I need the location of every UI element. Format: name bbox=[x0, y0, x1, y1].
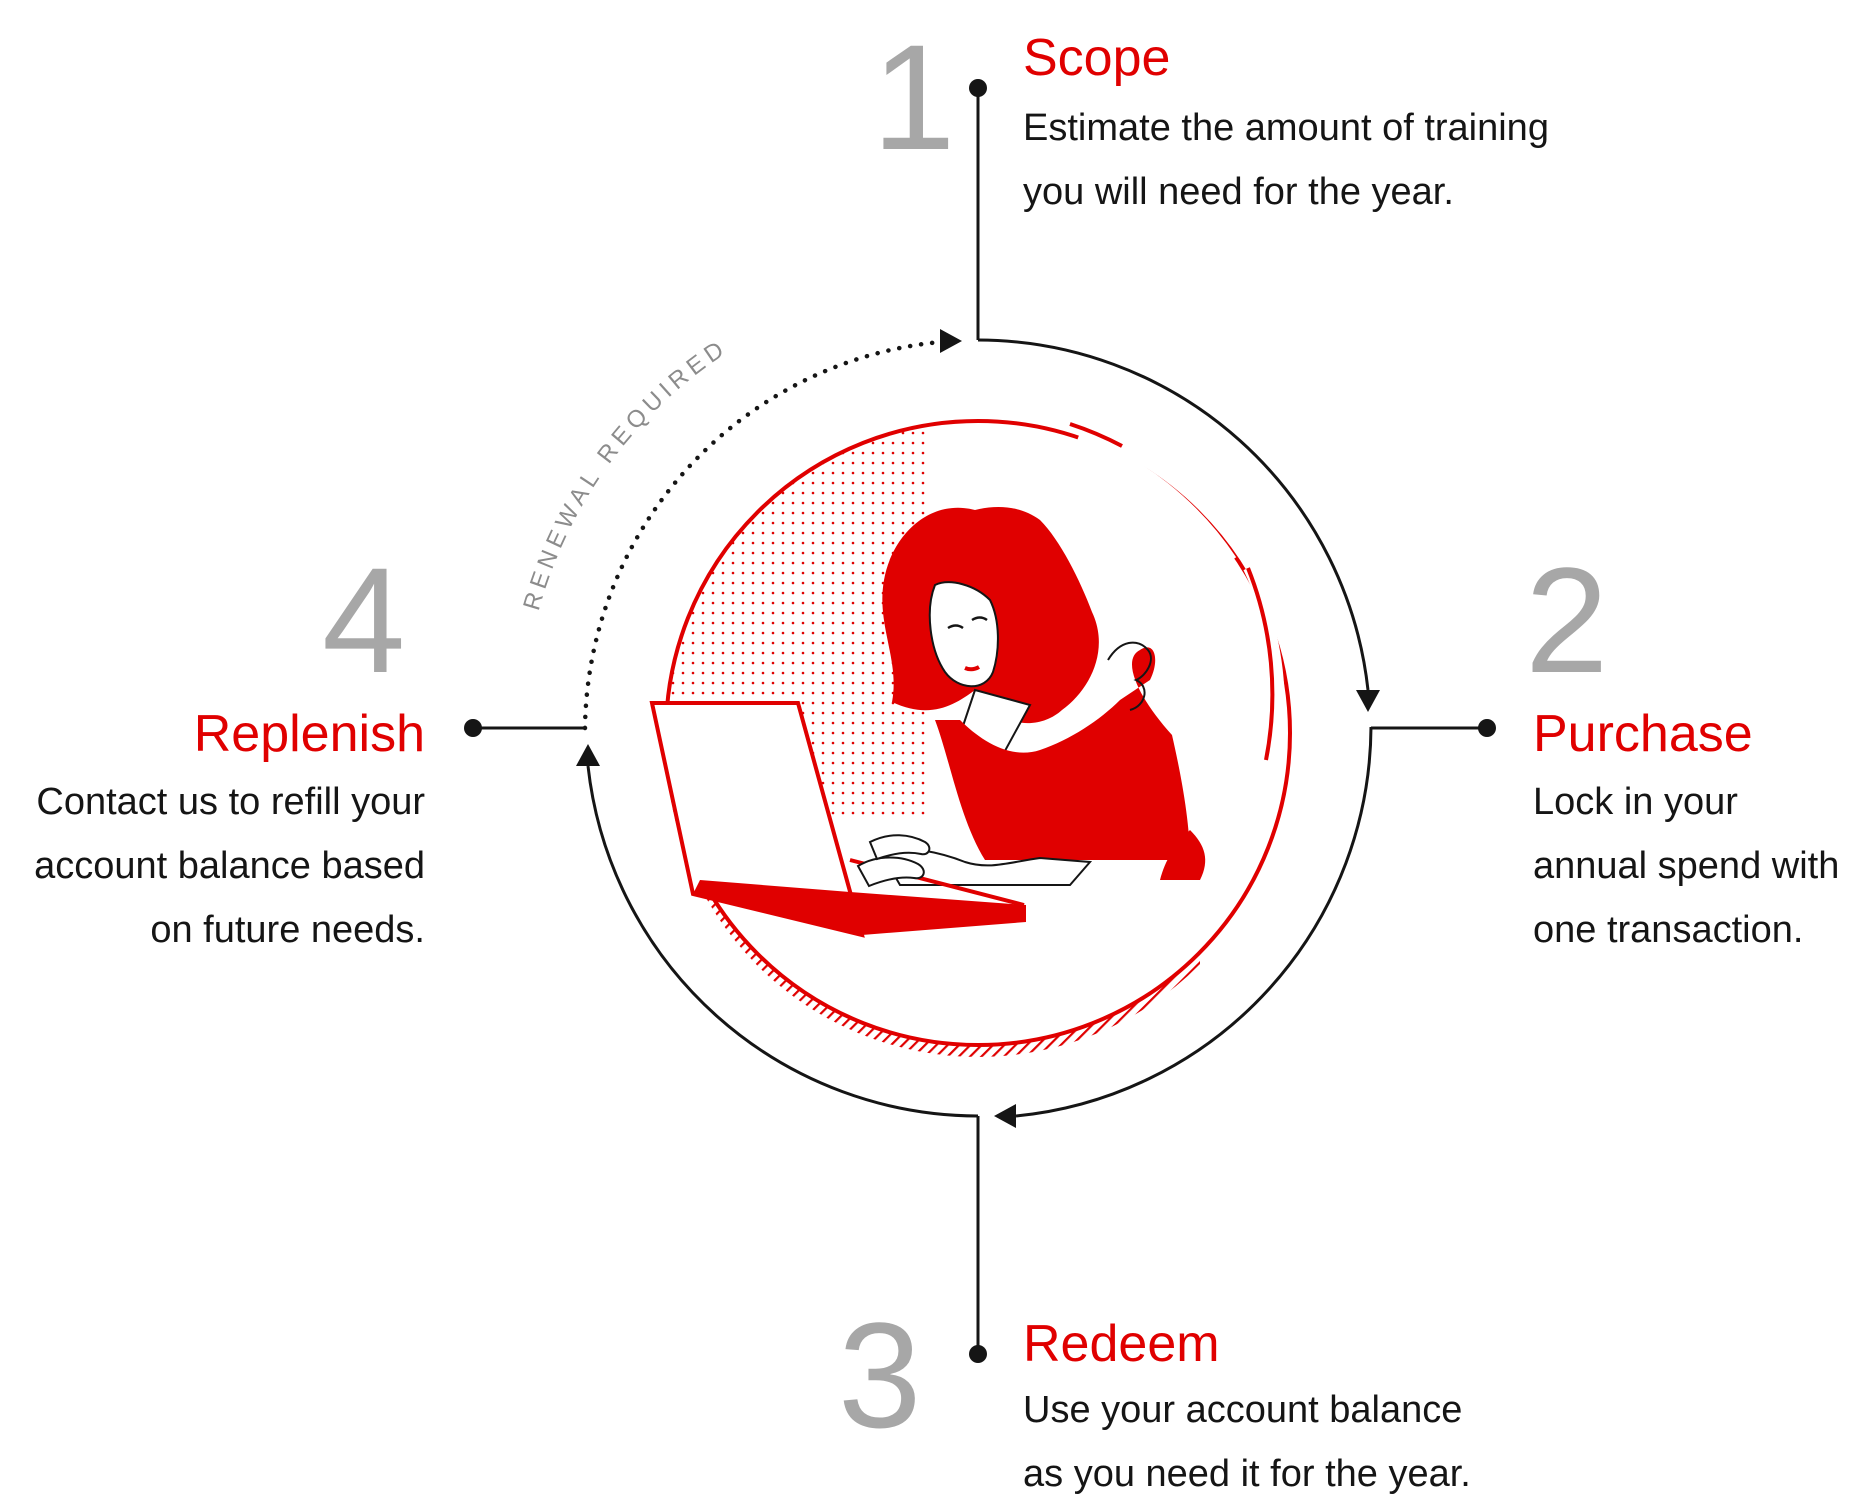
cycle-arc-bottom-left bbox=[586, 765, 979, 1118]
connector-dot-step-3 bbox=[969, 1345, 987, 1363]
step-2-description: Lock in your annual spend with one trans… bbox=[1533, 770, 1839, 962]
cycle-arc-right-bottom bbox=[1015, 726, 1373, 1118]
step-1-number: 1 bbox=[872, 13, 956, 181]
arrowhead-top-icon bbox=[940, 329, 962, 353]
step-2-title: Purchase bbox=[1533, 705, 1753, 763]
step-2-line-2: annual spend with bbox=[1533, 845, 1840, 887]
step-4-description: Contact us to refill your account balanc… bbox=[34, 770, 425, 962]
connector-dot-step-4 bbox=[464, 719, 482, 737]
connector-dot-step-1 bbox=[969, 79, 987, 97]
step-1-description: Estimate the amount of training you will… bbox=[1023, 96, 1549, 224]
arrowhead-left-icon bbox=[576, 744, 600, 766]
step-2-line-1: Lock in your bbox=[1533, 781, 1738, 823]
step-4-line-2: account balance based bbox=[34, 845, 425, 887]
step-4-number: 4 bbox=[322, 536, 406, 704]
step-4-line-3: on future needs. bbox=[150, 909, 425, 951]
step-4-title: Replenish bbox=[193, 705, 425, 763]
step-3-description: Use your account balance as you need it … bbox=[1023, 1378, 1471, 1494]
arrowhead-right-icon bbox=[1356, 690, 1380, 712]
woman-at-laptop-illustration bbox=[649, 419, 1292, 1057]
step-3-line-2: as you need it for the year. bbox=[1023, 1453, 1471, 1494]
step-3-title: Redeem bbox=[1023, 1315, 1220, 1373]
step-3-number: 3 bbox=[838, 1291, 922, 1459]
step-4-line-1: Contact us to refill your bbox=[36, 781, 425, 823]
connector-dot-step-2 bbox=[1478, 719, 1496, 737]
step-2-number: 2 bbox=[1525, 536, 1609, 704]
step-1-title: Scope bbox=[1023, 29, 1171, 87]
step-1-line-1: Estimate the amount of training bbox=[1023, 107, 1549, 149]
arrowhead-bottom-icon bbox=[994, 1104, 1016, 1128]
renewal-required-label: RENEWAL REQUIRED bbox=[518, 334, 733, 614]
step-3-line-1: Use your account balance bbox=[1023, 1389, 1463, 1431]
step-2-line-3: one transaction. bbox=[1533, 909, 1804, 951]
cycle-arc-top-right bbox=[977, 338, 1370, 691]
step-1-line-2: you will need for the year. bbox=[1023, 171, 1454, 213]
renewal-dotted-arc bbox=[582, 339, 943, 731]
